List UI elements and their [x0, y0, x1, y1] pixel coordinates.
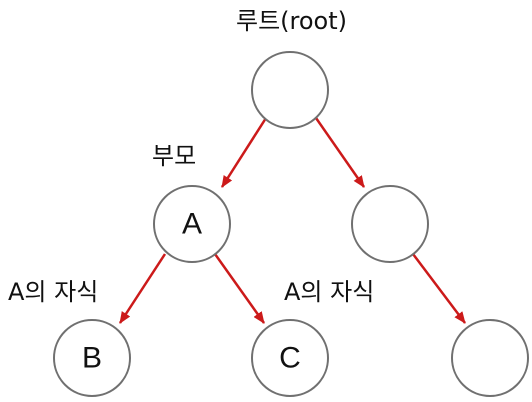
child-b-label: A의 자식	[8, 278, 98, 306]
node-c-label: C	[279, 342, 301, 375]
node-right-child	[451, 319, 529, 397]
node-root	[251, 51, 329, 129]
node-b: B	[53, 319, 131, 397]
edge-a-to-c	[213, 253, 266, 324]
edge-right-to-right-child	[412, 253, 466, 324]
node-c: C	[251, 319, 329, 397]
node-a: A	[153, 185, 231, 263]
node-a-label: A	[182, 208, 202, 241]
child-c-label: A의 자식	[284, 278, 374, 306]
node-right	[351, 185, 429, 263]
edge-root-to-a	[220, 117, 268, 188]
parent-label: 부모	[152, 142, 196, 170]
node-b-label: B	[82, 342, 102, 375]
edge-a-to-b	[118, 253, 167, 324]
root-label: 루트(root)	[236, 7, 347, 35]
edge-root-to-right	[314, 117, 366, 188]
